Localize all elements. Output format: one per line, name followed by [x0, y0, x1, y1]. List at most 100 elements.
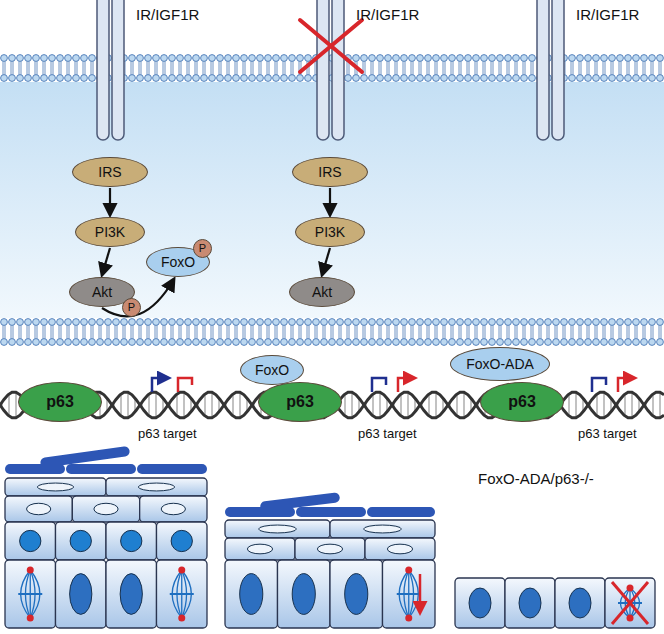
nucleus	[27, 503, 51, 514]
gene-label: p63 target	[138, 426, 197, 441]
base-pair	[428, 394, 429, 416]
cell	[5, 478, 106, 496]
shape	[552, 0, 564, 140]
base-pair	[8, 394, 9, 416]
akt-oval: AktP	[69, 277, 135, 307]
nucleus	[138, 483, 174, 491]
shape	[372, 378, 386, 392]
cell	[56, 522, 107, 560]
base-pair	[652, 394, 653, 416]
receptor-label: IR/IGF1R	[136, 6, 199, 23]
base-pair	[155, 392, 156, 417]
base-pair	[120, 394, 121, 416]
cell	[5, 522, 56, 560]
nucleus	[519, 588, 541, 618]
cell	[365, 538, 435, 560]
cell	[72, 496, 139, 522]
shape	[398, 378, 412, 392]
base-pair	[127, 392, 128, 417]
cell	[106, 560, 157, 628]
node-label: Akt	[92, 285, 112, 299]
base-pair	[183, 392, 184, 417]
node-label: PI3K	[95, 225, 125, 239]
shape	[112, 0, 124, 140]
spindle	[18, 593, 42, 595]
node-label: FoxO	[161, 255, 195, 269]
nuclear-membrane	[0, 318, 664, 346]
cornified-layer	[5, 464, 65, 474]
base-pair	[344, 394, 345, 416]
nucleus	[569, 588, 591, 618]
cell	[383, 560, 436, 628]
centrosome	[627, 615, 634, 622]
cell	[5, 496, 72, 522]
cell	[106, 478, 207, 496]
cell	[5, 560, 56, 628]
nucleus	[469, 588, 491, 618]
cell	[330, 560, 383, 628]
cornified-layer	[66, 464, 136, 474]
inhibition-cross	[612, 582, 648, 624]
base-pair	[379, 392, 380, 417]
shape	[332, 0, 344, 140]
cornified-layer	[367, 507, 435, 517]
cell	[295, 538, 365, 560]
receptor-label: IR/IGF1R	[356, 6, 419, 23]
nucleus	[345, 574, 368, 615]
shape	[317, 0, 329, 140]
cell	[455, 578, 505, 628]
base-pair	[407, 392, 408, 417]
cell	[157, 522, 208, 560]
base-pair	[239, 392, 240, 417]
base-pair	[148, 394, 149, 416]
receptor-label: IR/IGF1R	[576, 6, 639, 23]
shape	[592, 378, 606, 392]
base-pair	[463, 392, 464, 417]
node-label: PI3K	[315, 225, 345, 239]
foxo-oval: FoxOP	[146, 247, 210, 277]
node-label: p63	[286, 394, 314, 410]
promoter-arrows	[152, 378, 632, 392]
node-label: P	[128, 302, 135, 313]
signal-arrow	[322, 248, 330, 275]
base-pair	[176, 394, 177, 416]
cell	[106, 522, 157, 560]
receptor	[97, 0, 564, 140]
akt-oval: Akt	[289, 277, 355, 307]
nucleus	[161, 503, 185, 514]
reduction-arrow	[419, 574, 422, 610]
base-pair	[659, 392, 660, 417]
nucleus	[317, 544, 342, 554]
base-pair	[435, 392, 436, 417]
nucleus	[387, 544, 412, 554]
spindle	[170, 593, 194, 595]
cell	[225, 520, 330, 538]
node-label: P	[199, 243, 206, 254]
p63-oval: p63	[18, 382, 102, 422]
base-pair	[204, 394, 205, 416]
centrosome	[627, 585, 634, 592]
base-pair	[568, 394, 569, 416]
nucleus	[37, 483, 73, 491]
genotype-label: FoxO-ADA/p63-/-	[478, 470, 594, 487]
foxo-ada-oval: FoxO-ADA	[450, 347, 550, 381]
pi3k-oval: PI3K	[295, 217, 365, 247]
cell	[225, 560, 278, 628]
shape	[97, 0, 109, 140]
cell	[56, 560, 107, 628]
irs-oval: IRS	[72, 157, 148, 187]
shape	[300, 20, 362, 72]
cell	[505, 578, 555, 628]
shape	[152, 378, 166, 392]
nucleus	[171, 530, 192, 551]
nucleus	[247, 544, 272, 554]
node-label: FoxO-ADA	[466, 357, 534, 371]
cornified-layer	[137, 464, 207, 474]
shape	[178, 378, 192, 392]
nucleus	[94, 503, 118, 514]
gene-label: p63 target	[578, 426, 637, 441]
base-pair	[596, 394, 597, 416]
cell	[157, 560, 208, 628]
